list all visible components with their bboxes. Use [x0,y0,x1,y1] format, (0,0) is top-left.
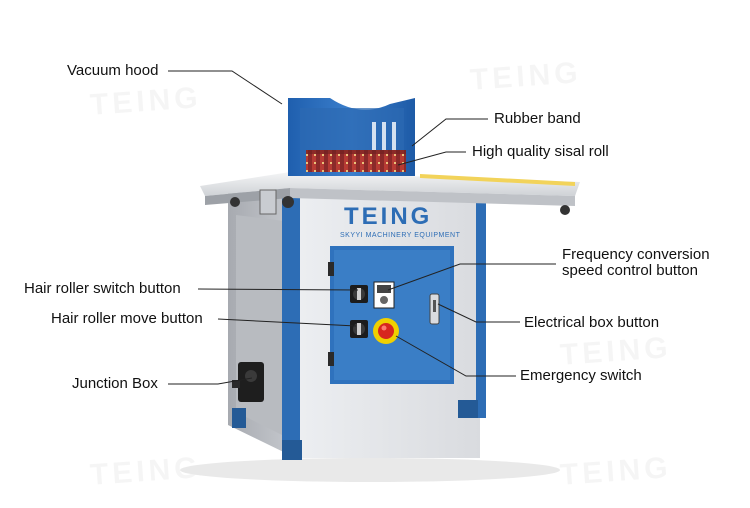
label-vacuum-hood: Vacuum hood [67,62,159,79]
label-hair-roller-move: Hair roller move button [51,310,203,327]
sisal-roll [306,150,406,172]
leader-lines [168,70,556,385]
floor-shadow [180,458,560,482]
label-hair-roller-switch: Hair roller switch button [24,280,181,297]
frame-right [476,196,486,418]
work-table [200,172,580,196]
label-rubber-band: Rubber band [494,110,581,127]
label-sisal-roll: High quality sisal roll [472,143,609,160]
ruler [420,174,575,186]
brand-logo: TEING [344,203,433,230]
label-electrical-box: Electrical box button [524,314,660,331]
frame-left [282,196,300,458]
brand-subtitle: SKYYI MACHINERY EQUIPMENT [340,232,461,239]
label-junction-box: Junction Box [72,375,158,392]
label-emergency-switch: Emergency switch [520,367,642,384]
label-frequency-conversion: Frequency conversion speed control butto… [562,246,710,279]
